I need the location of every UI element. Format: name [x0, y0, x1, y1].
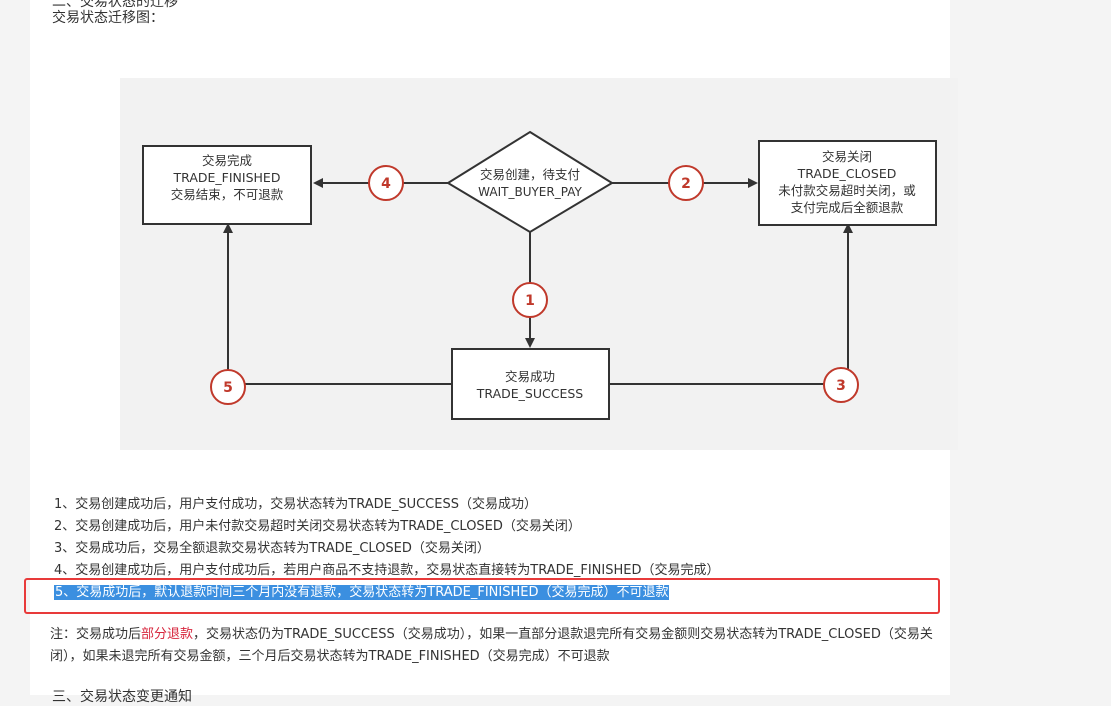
edge-5	[223, 223, 452, 385]
marker-2: 2	[668, 165, 704, 201]
marker-5: 5	[210, 369, 246, 405]
marker-4: 4	[368, 165, 404, 201]
closed-line1: 交易关闭	[822, 149, 872, 164]
svg-text:5: 5	[223, 380, 233, 396]
step-item-2: 2、交易创建成功后，用户未付款交易超时关闭交易状态转为TRADE_CLOSED（…	[54, 519, 581, 534]
start-line1: 交易创建，待支付	[480, 167, 580, 182]
node-trade-finished: 交易完成 TRADE_FINISHED 交易结束，不可退款	[142, 145, 312, 225]
svg-text:2: 2	[681, 176, 691, 192]
section-heading: 二、交易状态的迁移	[52, 0, 178, 10]
step-item-5-selected[interactable]: 5、交易成功后，默认退款时间三个月内没有退款，交易状态转为TRADE_FINIS…	[54, 585, 670, 600]
closed-line3: 未付款交易超时关闭，或	[778, 183, 916, 198]
node-trade-success: 交易成功 TRADE_SUCCESS	[451, 348, 610, 420]
svg-text:4: 4	[381, 176, 391, 192]
success-line1: 交易成功	[505, 369, 555, 384]
note-prefix: 注：交易成功后	[50, 627, 142, 642]
start-line2: WAIT_BUYER_PAY	[478, 185, 582, 199]
article-content: 二、交易状态的迁移 交易状态迁移图： 交易完成 TRADE_FINISHED 交…	[24, 0, 958, 705]
note-rest: ，交易状态仍为TRADE_SUCCESS（交易成功），如果一直部分退款退完所有交…	[50, 627, 933, 664]
finished-line2: TRADE_FINISHED	[173, 170, 281, 185]
success-line2: TRADE_SUCCESS	[476, 386, 584, 401]
step-item-1: 1、交易创建成功后，用户支付成功，交易状态转为TRADE_SUCCESS（交易成…	[54, 497, 537, 512]
step-item-4: 4、交易创建成功后，用户支付成功后，若用户商品不支持退款，交易状态直接转为TRA…	[54, 563, 720, 578]
finished-line3: 交易结束，不可退款	[171, 187, 284, 202]
transition-steps-list: 1、交易创建成功后，用户支付成功，交易状态转为TRADE_SUCCESS（交易成…	[52, 494, 719, 604]
note-highlight: 部分退款	[141, 627, 194, 642]
closed-line4: 支付完成后全额退款	[791, 200, 904, 215]
diagram-svg: 交易完成 TRADE_FINISHED 交易结束，不可退款 交易创建，待支付 W…	[142, 130, 937, 420]
diagram-caption: 交易状态迁移图：	[52, 10, 164, 26]
svg-text:1: 1	[525, 293, 535, 309]
svg-text:3: 3	[836, 378, 846, 394]
marker-3: 3	[823, 367, 859, 403]
note-paragraph: 注：交易成功后部分退款，交易状态仍为TRADE_SUCCESS（交易成功），如果…	[50, 624, 934, 668]
node-wait-buyer-pay: 交易创建，待支付 WAIT_BUYER_PAY	[446, 130, 614, 234]
next-section-heading: 三、交易状态变更通知	[52, 689, 192, 705]
state-transition-diagram: 交易完成 TRADE_FINISHED 交易结束，不可退款 交易创建，待支付 W…	[120, 78, 958, 450]
red-highlight-box	[24, 578, 940, 614]
marker-1: 1	[512, 282, 548, 318]
step-item-3: 3、交易成功后，交易全额退款交易状态转为TRADE_CLOSED（交易关闭）	[54, 541, 490, 556]
closed-line2: TRADE_CLOSED	[797, 166, 897, 181]
finished-line1: 交易完成	[202, 153, 252, 168]
edge-3	[609, 223, 853, 385]
node-trade-closed: 交易关闭 TRADE_CLOSED 未付款交易超时关闭，或 支付完成后全额退款	[758, 140, 937, 226]
